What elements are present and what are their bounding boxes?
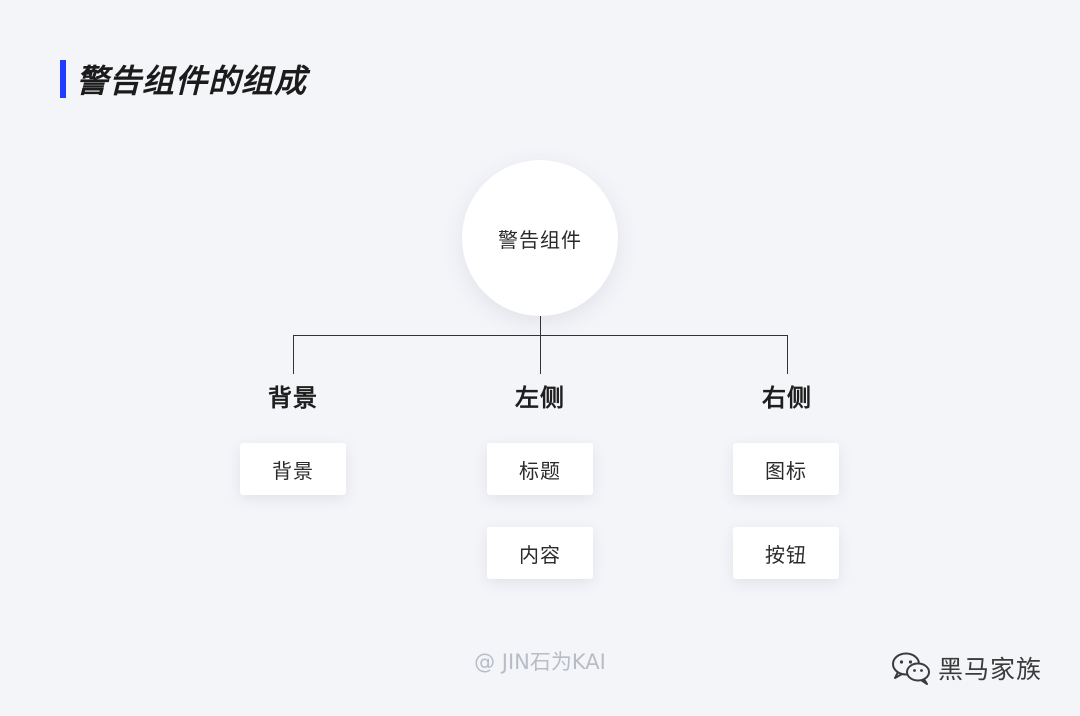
leaf-node-background: 背景 [240,443,346,495]
wechat-icon [892,652,930,685]
branch-drop-line-center [540,335,541,374]
branch-title-right-side: 右侧 [762,384,812,412]
brand-watermark: 黑马家族 [890,648,1042,688]
leaf-label: 按钮 [765,542,807,567]
leaf-label: 图标 [765,458,807,483]
brand-name: 黑马家族 [938,655,1043,684]
branch-drop-line-right [787,335,788,374]
page-title: 警告组件的组成 [76,62,308,100]
page-heading: 警告组件的组成 [60,60,307,100]
leaf-node-title: 标题 [487,443,593,495]
branch-title-background: 背景 [268,384,318,412]
leaf-label: 内容 [519,542,561,567]
branch-drop-line-left [293,335,294,374]
branch-title-left-side: 左侧 [515,384,565,412]
root-node: 警告组件 [462,160,618,316]
author-credit: @ JIN石为KAI [474,650,606,674]
leaf-node-button: 按钮 [733,527,839,579]
leaf-label: 背景 [272,458,314,483]
leaf-node-icon: 图标 [733,443,839,495]
leaf-label: 标题 [519,458,561,483]
root-node-label: 警告组件 [498,227,582,252]
heading-accent-bar [60,60,66,98]
leaf-node-content: 内容 [487,527,593,579]
root-stem-line [540,316,541,335]
